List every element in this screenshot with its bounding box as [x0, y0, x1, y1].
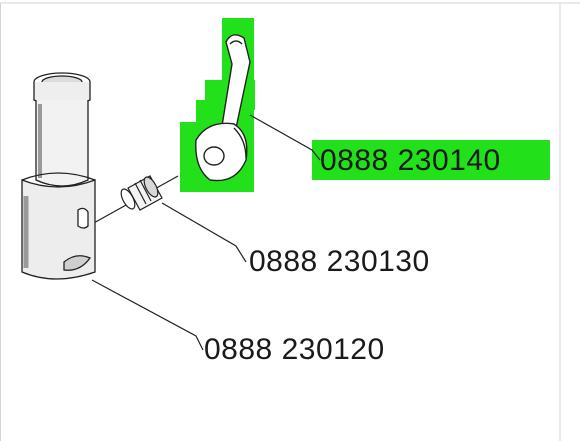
part-number-label: 0888 230120: [204, 333, 385, 366]
part-number-label: 0888 230140: [320, 144, 501, 177]
pin-part: [120, 175, 163, 211]
housing-part: [21, 72, 96, 280]
lever-part: [195, 34, 251, 182]
highlight-label: [312, 140, 550, 180]
part-number-label: 0888 230130: [249, 245, 430, 278]
